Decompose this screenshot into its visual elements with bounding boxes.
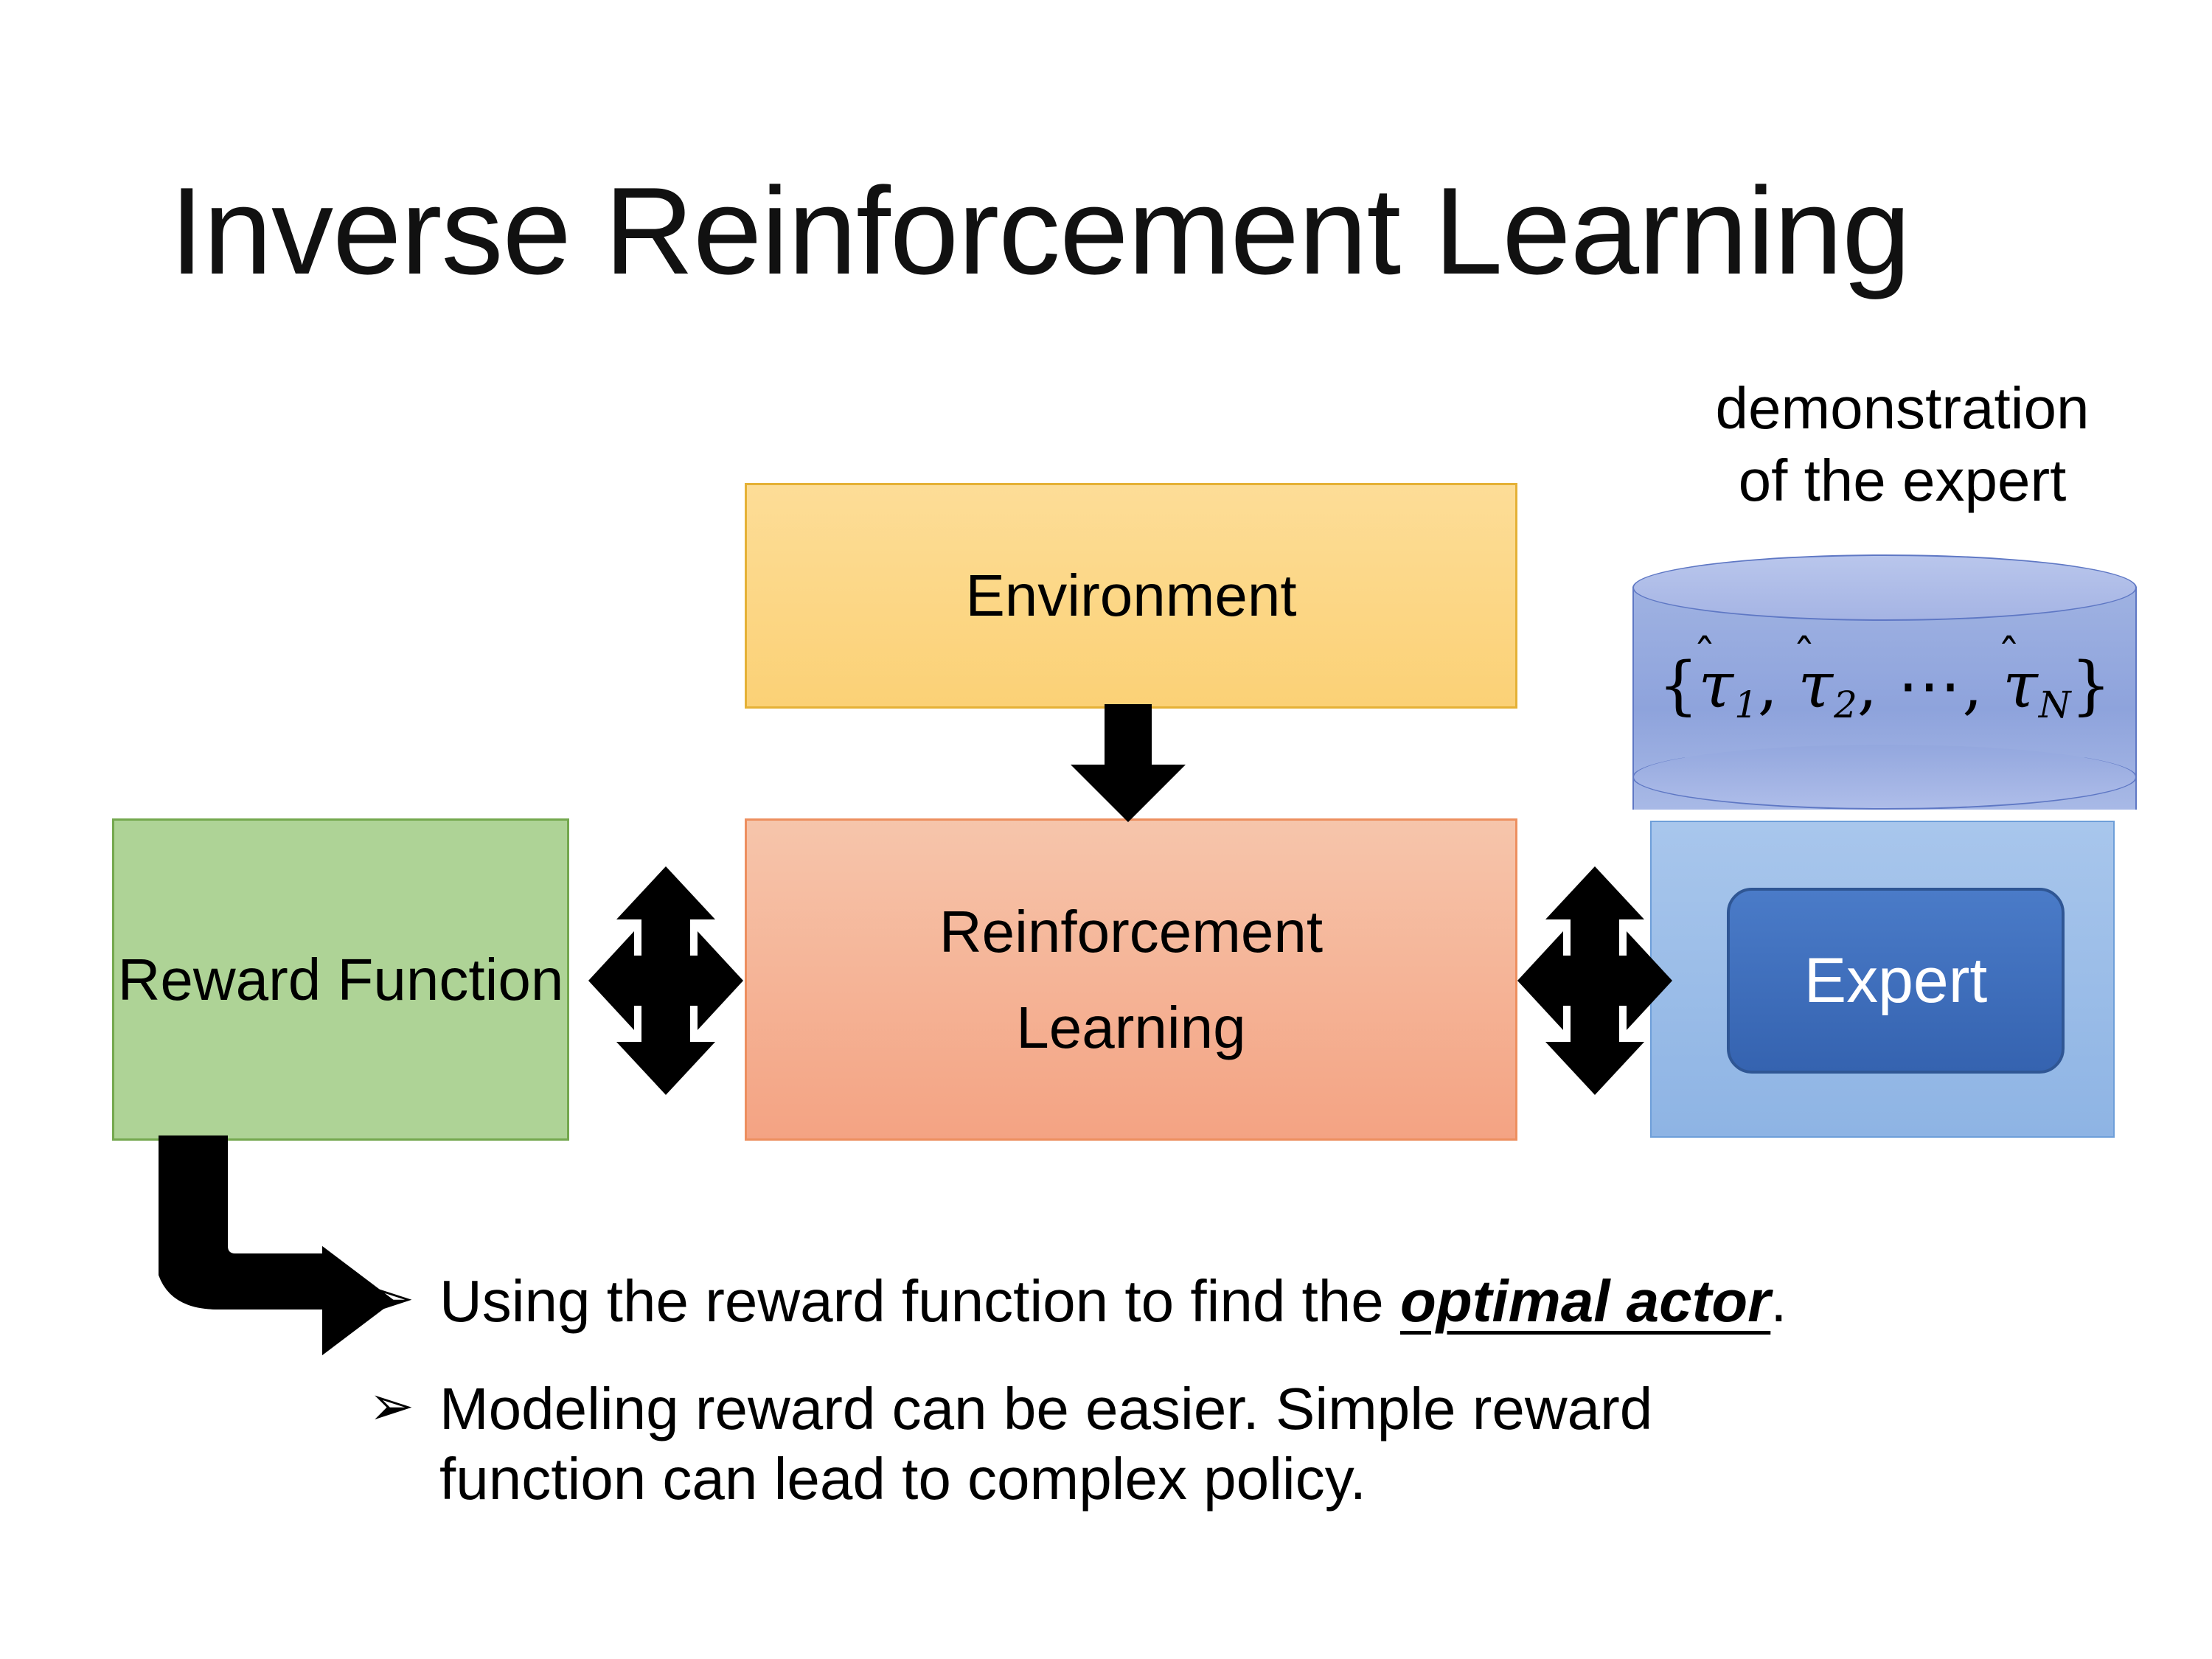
bullet-2-text-line2: function can lead to complex policy. [439, 1445, 1366, 1512]
expert-node[interactable]: Expert [1727, 888, 2065, 1074]
reward-node-label-line2: Function [337, 946, 564, 1012]
reward-rl-bidirectional-arrow-icon [588, 866, 743, 1095]
reward-function-node[interactable]: Reward Function [112, 818, 569, 1141]
bullet-1-text-before: Using the reward function to find the [439, 1268, 1400, 1334]
demonstration-label-line1: demonstration [1715, 375, 2090, 441]
reward-node-label-line1: Reward [117, 946, 321, 1012]
bullet-2-text: Modeling reward can be easier. Simple re… [439, 1374, 2153, 1514]
reinforcement-learning-node[interactable]: Reinforcement Learning [745, 818, 1517, 1141]
bullet-marker-icon: ➢ [369, 1375, 415, 1437]
bullet-1-text-after: . [1770, 1268, 1787, 1334]
cylinder-top-ellipse [1632, 554, 2137, 621]
rl-node-label-line1: Reinforcement [939, 898, 1324, 964]
cylinder-bottom-ellipse [1632, 745, 2137, 810]
page-title: Inverse Reinforcement Learning [170, 161, 1911, 300]
list-item: ➢ Modeling reward can be easier. Simple … [369, 1374, 2153, 1514]
expert-node-label: Expert [1804, 945, 1988, 1016]
rl-expert-bidirectional-arrow-icon [1517, 866, 1672, 1095]
demonstration-label: demonstration of the expert [1652, 372, 2153, 516]
demonstration-formula: {τ̂1, τ̂2, ⋯, τ̂N} [1658, 649, 2112, 726]
demonstration-label-line2: of the expert [1738, 447, 2067, 513]
reward-to-bullets-arrow-icon [154, 1135, 402, 1357]
demonstration-store-cylinder[interactable]: {τ̂1, τ̂2, ⋯, τ̂N} [1632, 554, 2137, 842]
environment-to-rl-arrow-icon [1062, 704, 1194, 826]
environment-node-label: Environment [965, 563, 1297, 628]
bullet-list: ➢ Using the reward function to find the … [369, 1267, 2153, 1552]
bullet-1-emphasis: optimal actor [1399, 1268, 1771, 1334]
bullet-2-text-line1: Modeling reward can be easier. Simple re… [439, 1376, 1653, 1442]
rl-node-label-line2: Learning [1016, 994, 1246, 1060]
bullet-1-text: Using the reward function to find the op… [439, 1268, 1787, 1334]
list-item: ➢ Using the reward function to find the … [369, 1267, 2153, 1336]
environment-node[interactable]: Environment [745, 483, 1517, 709]
